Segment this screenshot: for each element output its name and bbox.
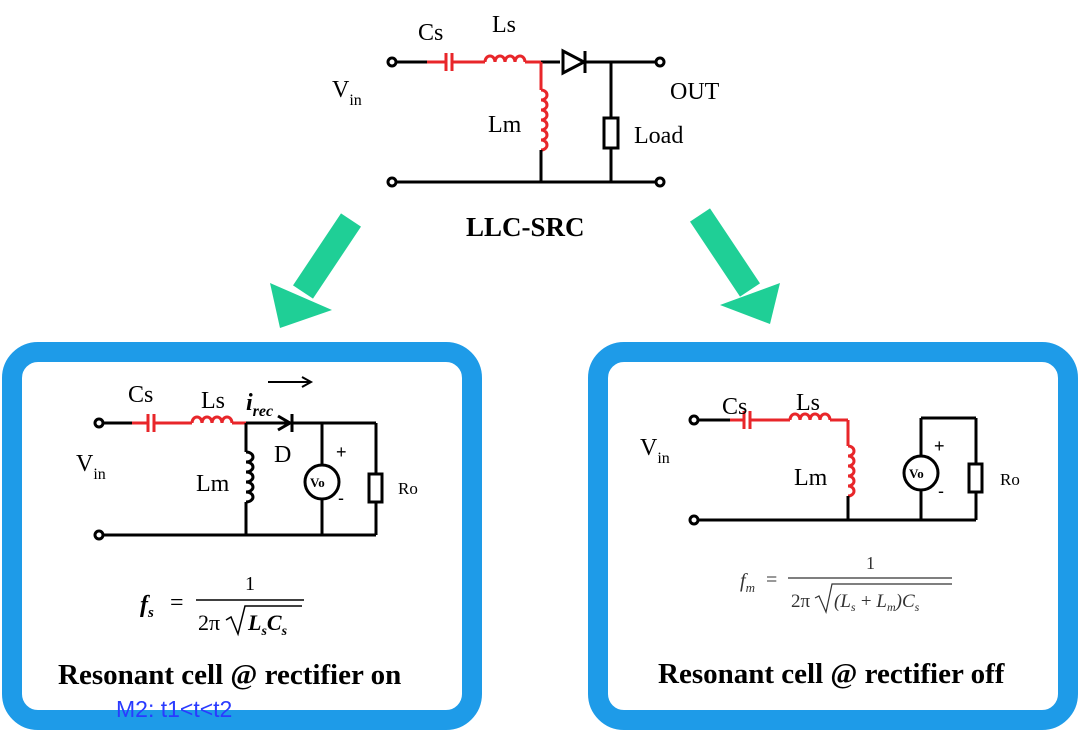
left-ls-inductor (190, 415, 234, 424)
left-formula-num: 1 (245, 573, 255, 595)
right-lm-inductor (847, 444, 856, 498)
top-ls-label: Ls (492, 12, 516, 38)
top-cs-capacitor (444, 53, 454, 71)
top-vin-terminal-upper (386, 56, 398, 68)
left-arrow (270, 213, 361, 328)
top-circuit: Cs Ls Lm Vin OUT Load LLC-SRC (332, 12, 720, 242)
left-formula: fs = 1 2π LsCs (140, 573, 304, 639)
top-lm-label: Lm (488, 112, 522, 138)
left-formula-sqrt (225, 605, 302, 637)
right-formula-num: 1 (866, 553, 875, 573)
right-caption: Resonant cell @ rectifier off (658, 658, 1005, 690)
right-panel (588, 342, 1078, 730)
left-formula-lhs: fs (140, 592, 154, 621)
right-circuit: Cs Ls Vin Lm Vo + - Ro (640, 390, 1020, 526)
left-formula-eq: = (170, 590, 184, 616)
top-out-terminal-lower (654, 176, 666, 188)
left-d-label: D (274, 442, 291, 468)
left-lm-inductor (245, 450, 255, 504)
top-ls-inductor (483, 54, 527, 63)
left-plus-label: + (336, 442, 347, 462)
top-out-terminal-upper (654, 56, 666, 68)
left-cs-label: Cs (128, 382, 153, 408)
left-irec-label: irec (246, 390, 273, 420)
top-vin-label: Vin (332, 77, 362, 109)
right-vin-label: Vin (640, 435, 670, 467)
right-cs-label: Cs (722, 394, 747, 420)
left-ro-resistor (367, 472, 384, 504)
right-formula-sqrt (814, 583, 952, 614)
left-circuit: Cs Ls irec D Vin Lm Vo + - Ro (76, 376, 418, 541)
top-diode (561, 48, 588, 76)
left-formula-den: LsCs (247, 610, 288, 639)
left-note: M2: t1<t<t2 (116, 696, 232, 722)
top-load-label: Load (634, 123, 683, 149)
left-caption: Resonant cell @ rectifier on (58, 659, 401, 691)
right-minus-label: - (938, 481, 944, 501)
left-current-arrow (268, 376, 314, 388)
left-lm-label: Lm (196, 471, 230, 497)
right-ls-label: Ls (796, 390, 820, 416)
right-ls-inductor (788, 412, 832, 421)
right-formula: fm = 1 2π (Ls+Lm)Cs (740, 553, 952, 614)
top-out-label: OUT (670, 79, 720, 105)
top-cs-label: Cs (418, 20, 443, 46)
right-ro-resistor (967, 462, 984, 494)
left-diode (277, 414, 294, 432)
right-formula-lhs: fm (740, 570, 755, 595)
right-formula-eq: = (766, 569, 777, 591)
right-lm-label: Lm (794, 465, 828, 491)
left-ls-label: Ls (201, 388, 225, 414)
left-minus-label: - (338, 488, 344, 508)
right-vo-label: Vo (909, 466, 924, 481)
right-plus-label: + (934, 436, 945, 456)
top-load-resistor (602, 116, 620, 150)
right-arrow (690, 208, 780, 324)
top-lm-inductor (540, 88, 549, 152)
left-formula-den-pre: 2π (198, 610, 220, 635)
left-vin-label: Vin (76, 451, 106, 483)
right-formula-den: (Ls+Lm)Cs (834, 591, 920, 614)
left-vo-label: Vo (310, 475, 325, 490)
left-ro-label: Ro (398, 479, 418, 498)
top-title: LLC-SRC (466, 212, 585, 242)
right-ro-label: Ro (1000, 470, 1020, 489)
right-formula-den-pre: 2π (791, 591, 811, 612)
top-vin-terminal-lower (386, 176, 398, 188)
